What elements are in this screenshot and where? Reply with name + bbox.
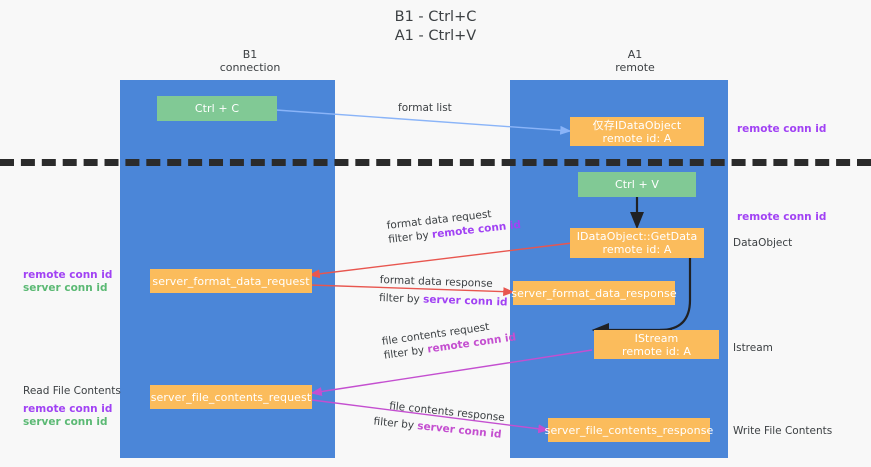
box-server-format-data-request[interactable]: server_format_data_request bbox=[150, 269, 312, 293]
arrow-format-data-request bbox=[308, 242, 573, 279]
edge-label-format-data-response-group: format data response filter by server co… bbox=[379, 273, 509, 309]
side-label-left-remote-conn-id-bottom: remote conn id bbox=[23, 403, 113, 415]
arrow-format-data-response bbox=[309, 284, 515, 297]
arrow-format-list bbox=[275, 109, 572, 135]
box-server-format-data-response[interactable]: server_format_data_response bbox=[511, 281, 677, 305]
box-ctrl-c[interactable]: Ctrl + C bbox=[157, 96, 277, 121]
box-idataobject-getdata[interactable]: IDataObject::GetData remote id: A bbox=[570, 228, 704, 258]
box-istream-remote[interactable]: IStream remote id: A bbox=[594, 330, 719, 359]
edge-label-format-list: format list bbox=[398, 102, 452, 114]
box-server-file-contents-request[interactable]: server_file_contents_request bbox=[150, 385, 312, 409]
side-label-istream: Istream bbox=[733, 342, 773, 354]
section-divider bbox=[0, 159, 871, 166]
side-label-remote-conn-id-mid: remote conn id bbox=[737, 211, 827, 223]
box-ctrl-v[interactable]: Ctrl + V bbox=[578, 172, 696, 197]
arrow-file-contents-response bbox=[311, 399, 550, 434]
side-label-write-file-contents: Write File Contents bbox=[733, 425, 833, 437]
side-label-left-server-conn-id-bottom: server conn id bbox=[23, 416, 108, 428]
box-server-file-contents-response[interactable]: server_file_contents_response bbox=[545, 418, 713, 442]
side-label-left-server-conn-id-mid: server conn id bbox=[23, 282, 108, 294]
side-label-left-remote-conn-id-mid: remote conn id bbox=[23, 269, 113, 281]
filter-prefix: filter by bbox=[378, 291, 424, 306]
side-label-remote-conn-id-top: remote conn id bbox=[737, 123, 827, 135]
column-header-a1: A1 remote bbox=[615, 48, 655, 74]
side-label-data-object: DataObject bbox=[733, 237, 793, 249]
page-title: B1 - Ctrl+C A1 - Ctrl+V bbox=[394, 9, 477, 44]
column-header-b1: B1 connection bbox=[219, 48, 281, 74]
box-idataobject-remote[interactable]: 仅存IDataObject remote id: A bbox=[570, 117, 704, 146]
side-label-read-file-contents: Read File Contents bbox=[23, 385, 121, 397]
arrow-file-contents-request bbox=[310, 349, 593, 396]
filter-value-server-conn-id: server conn id bbox=[422, 293, 508, 309]
